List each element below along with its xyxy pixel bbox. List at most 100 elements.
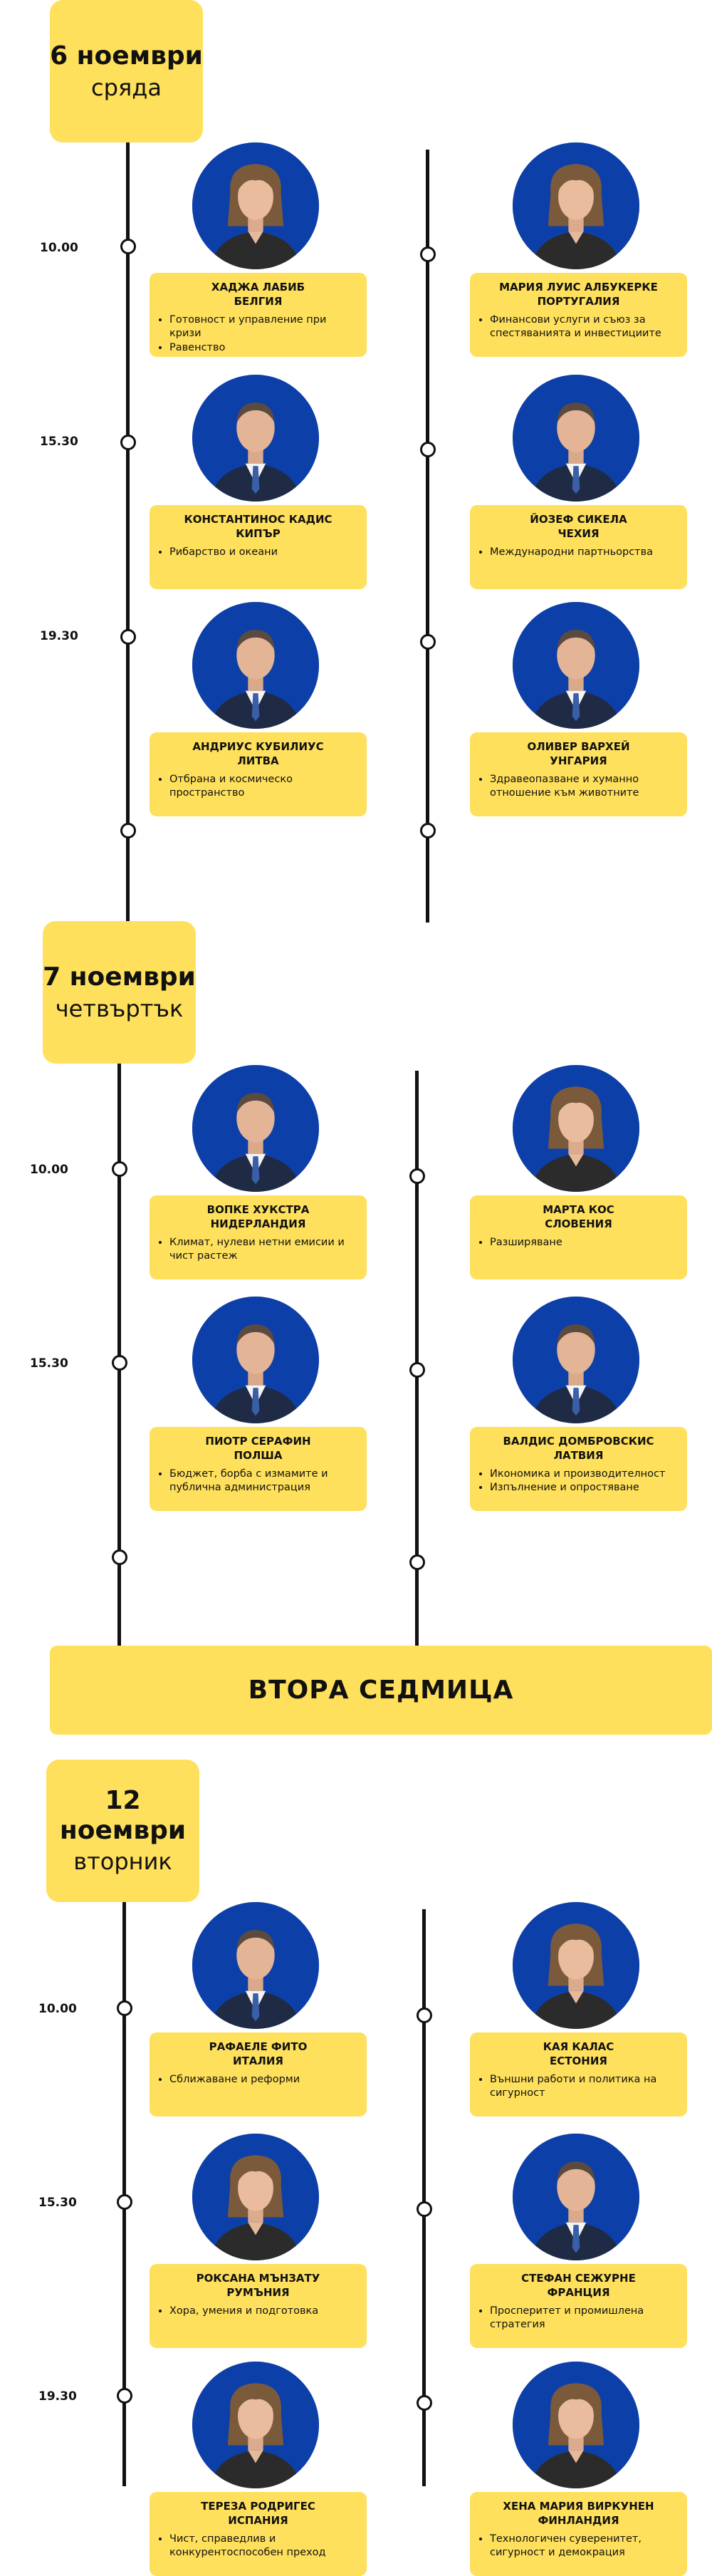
commissioner-name: КОНСТАНТИНОС КАДИС — [184, 513, 333, 526]
time-label: 15.30 — [40, 435, 78, 449]
commissioner-photo — [192, 1297, 319, 1423]
portfolio-item: Сближаване и реформи — [169, 2073, 358, 2087]
date-day: 6 ноември — [50, 41, 203, 71]
timeline-dot — [417, 2201, 432, 2217]
commissioner-country: ЛАТВИЯ — [553, 1449, 604, 1463]
portfolio-item: Готовност и управление при кризи — [169, 313, 358, 341]
commissioner-country: ИТАЛИЯ — [233, 2055, 283, 2068]
commissioner-card: ХАДЖА ЛАБИББЕЛГИЯГотовност и управление … — [150, 273, 367, 357]
commissioner-photo — [513, 1297, 639, 1423]
timeline-dot — [112, 1549, 127, 1565]
timeline-dot — [409, 1168, 425, 1184]
portfolio-item: Технологичен суверенитет, сигурност и де… — [490, 2533, 679, 2560]
commissioner-country: ФРАНЦИЯ — [547, 2286, 610, 2300]
date-day: 7 ноември — [43, 962, 196, 992]
commissioner-name: ПИОТР СЕРАФИН — [205, 1435, 311, 1448]
timeline-dot — [417, 2395, 432, 2411]
timeline-dot — [120, 239, 136, 254]
portfolio-item: Международни партньорства — [490, 546, 679, 560]
timeline-dot — [420, 442, 436, 457]
timeline-line-left — [126, 142, 130, 923]
commissioner-country: ЕСТОНИЯ — [550, 2055, 607, 2068]
commissioner-photo — [192, 142, 319, 269]
timeline-dot — [420, 823, 436, 838]
commissioner-card: ВОПКЕ ХУКСТРАНИДЕРЛАНДИЯКлимат, нулеви н… — [150, 1195, 367, 1279]
commissioner-photo — [513, 1065, 639, 1192]
date-weekday: четвъртък — [55, 994, 184, 1022]
timeline-dot — [117, 2194, 132, 2210]
commissioner-card: КАЯ КАЛАСЕСТОНИЯВъншни работи и политика… — [470, 2032, 687, 2117]
commissioner-photo — [192, 602, 319, 729]
commissioner-name: РОКСАНА МЪНЗАТУ — [196, 2272, 320, 2285]
portrait-man-icon — [192, 602, 319, 729]
commissioner-country: ЛИТВА — [237, 754, 279, 768]
portfolio-item: Икономика и производителност — [490, 1468, 679, 1482]
portrait-woman-icon — [192, 2134, 319, 2260]
portfolio-list: Бюджет, борба с измамите и публична адми… — [158, 1468, 358, 1495]
portfolio-list: Хора, умения и подготовка — [158, 2305, 358, 2319]
time-label: 15.30 — [38, 2196, 77, 2210]
commissioner-country: КИПЪР — [236, 527, 281, 541]
portfolio-item: Бюджет, борба с измамите и публична адми… — [169, 1468, 358, 1495]
portfolio-list: Климат, нулеви нетни емисии и чист расте… — [158, 1236, 358, 1264]
portrait-man-icon — [192, 1902, 319, 2029]
commissioner-photo — [192, 1902, 319, 2029]
timeline-dot — [112, 1161, 127, 1177]
commissioner-name: ВОПКЕ ХУКСТРА — [206, 1203, 310, 1216]
portfolio-list: Здравеопазване и хуманно отношение към ж… — [478, 773, 679, 801]
commissioner-name: КАЯ КАЛАС — [543, 2040, 614, 2053]
commissioner-card: ХЕНА МАРИЯ ВИРКУНЕНФИНЛАНДИЯТехнологичен… — [470, 2492, 687, 2576]
commissioner-country: БЕЛГИЯ — [234, 295, 283, 308]
commissioner-name: МАРТА КОС — [543, 1203, 614, 1216]
commissioner-photo — [513, 602, 639, 729]
portrait-woman-icon — [192, 142, 319, 269]
timeline-line-right — [426, 150, 429, 923]
portfolio-item: Чист, справедлив и конкурентоспособен пр… — [169, 2533, 358, 2560]
portfolio-item: Здравеопазване и хуманно отношение към ж… — [490, 773, 679, 801]
commissioner-photo — [513, 2134, 639, 2260]
commissioner-photo — [513, 2362, 639, 2488]
commissioner-photo — [192, 2362, 319, 2488]
commissioner-country: ПОЛША — [234, 1449, 283, 1463]
time-label: 10.00 — [30, 1163, 68, 1177]
timeline-dot — [117, 2388, 132, 2404]
portrait-man-icon — [192, 1065, 319, 1192]
timeline-line-right — [422, 1909, 426, 2486]
portfolio-list: Рибарство и океани — [158, 546, 358, 560]
commissioner-photo — [192, 1065, 319, 1192]
portrait-man-icon — [513, 2134, 639, 2260]
commissioner-name: МАРИЯ ЛУИС АЛБУКЕРКЕ — [499, 281, 658, 294]
portfolio-item: Отбрана и космическо пространство — [169, 773, 358, 801]
portfolio-list: Просперитет и промишлена стратегия — [478, 2305, 679, 2332]
commissioner-name: СТЕФАН СЕЖУРНЕ — [521, 2272, 636, 2285]
portrait-woman-icon — [513, 2362, 639, 2488]
portfolio-list: Икономика и производителностИзпълнение и… — [478, 1468, 679, 1495]
portfolio-list: Разширяване — [478, 1236, 679, 1250]
portfolio-item: Рибарство и океани — [169, 546, 358, 560]
timeline-dot — [420, 634, 436, 650]
commissioner-name: ВАЛДИС ДОМБРОВСКИС — [503, 1435, 654, 1448]
date-day: 12 ноември — [59, 1786, 187, 1845]
portrait-woman-icon — [513, 1902, 639, 2029]
time-label: 10.00 — [40, 241, 78, 255]
portfolio-item: Просперитет и промишлена стратегия — [490, 2305, 679, 2332]
commissioner-country: СЛОВЕНИЯ — [545, 1217, 612, 1231]
time-label: 19.30 — [38, 2389, 77, 2404]
portrait-woman-icon — [513, 1065, 639, 1192]
portrait-woman-icon — [513, 142, 639, 269]
commissioner-card: ТЕРЕЗА РОДРИГЕСИСПАНИЯЧист, справедлив и… — [150, 2492, 367, 2576]
portrait-man-icon — [192, 375, 319, 502]
portfolio-item: Климат, нулеви нетни емисии и чист расте… — [169, 1236, 358, 1264]
portrait-man-icon — [192, 1297, 319, 1423]
commissioner-name: ХЕНА МАРИЯ ВИРКУНЕН — [503, 2500, 654, 2513]
timeline-dot — [417, 2008, 432, 2023]
portfolio-list: Отбрана и космическо пространство — [158, 773, 358, 801]
timeline-dot — [112, 1355, 127, 1371]
